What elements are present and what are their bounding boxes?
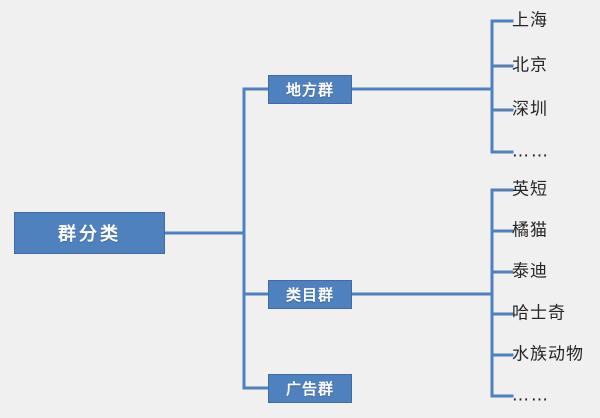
node-branch-category[interactable]: 类目群 bbox=[268, 280, 352, 309]
leaf-local-3: 深圳 bbox=[512, 99, 548, 120]
node-branch-category-label: 类目群 bbox=[285, 286, 334, 304]
leaf-category-4: 哈士奇 bbox=[512, 303, 566, 324]
leaf-category-1: 英短 bbox=[512, 179, 548, 200]
node-branch-local[interactable]: 地方群 bbox=[268, 75, 352, 104]
leaf-category-3: 泰迪 bbox=[512, 261, 548, 282]
node-root[interactable]: 群分类 bbox=[14, 212, 165, 254]
node-branch-ad[interactable]: 广告群 bbox=[268, 374, 352, 403]
node-branch-local-label: 地方群 bbox=[285, 81, 334, 99]
leaf-local-1: 上海 bbox=[512, 10, 548, 31]
leaf-category-more: …… bbox=[512, 385, 550, 406]
node-root-label: 群分类 bbox=[58, 224, 121, 245]
leaf-local-2: 北京 bbox=[512, 55, 548, 76]
node-branch-ad-label: 广告群 bbox=[285, 380, 334, 398]
leaf-category-2: 橘猫 bbox=[512, 220, 548, 241]
leaf-category-5: 水族动物 bbox=[512, 344, 584, 365]
leaf-local-more: …… bbox=[512, 141, 550, 162]
